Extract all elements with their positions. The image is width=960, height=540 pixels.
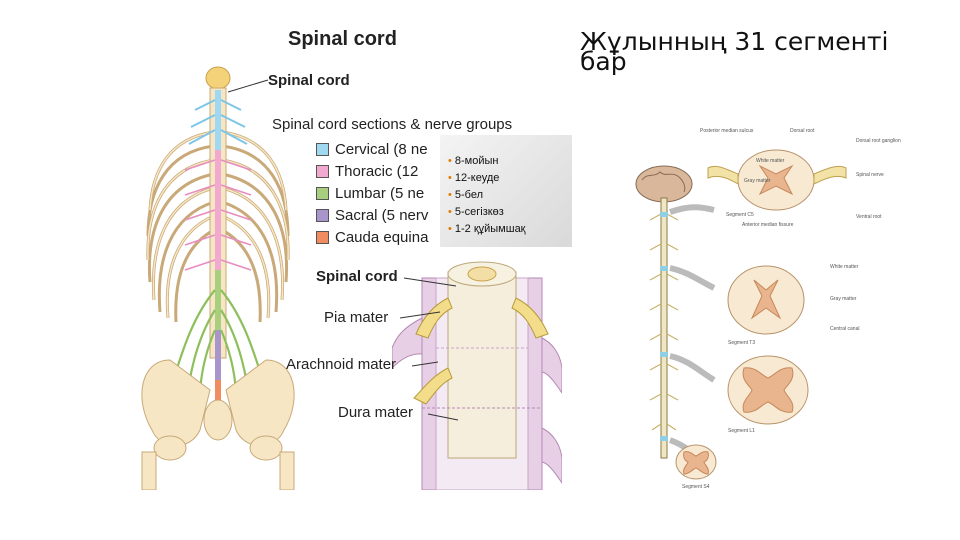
overlay-item: •1-2 құйымшақ [448, 223, 526, 235]
legend-swatch [316, 143, 329, 156]
label-dura-mater: Dura mater [338, 404, 414, 421]
label-dorsal-root-ganglion: Dorsal root ganglion [856, 138, 901, 144]
legend-swatch [316, 165, 329, 178]
legend-label: Lumbar (5 ne [335, 185, 425, 202]
label-anterior-fissure: Anterior median fissure [742, 222, 794, 228]
label-segment-sacral: Segment S4 [682, 484, 710, 490]
skeleton-spine-illustration [141, 66, 295, 490]
legend-label: Thoracic (12 [335, 163, 419, 180]
slide-title: Жұлынның 31 сегменті бар [580, 27, 889, 76]
legend-swatch [316, 209, 329, 222]
cross-section-lumbar [727, 355, 809, 425]
label-gray-matter: Gray matter [744, 178, 771, 184]
label-gray-matter-2: Gray matter [830, 296, 857, 302]
label-spinal-cord: Spinal cord [316, 268, 398, 285]
spinal-cord-top-label: Spinal cord [268, 72, 350, 89]
leader-line [228, 79, 269, 93]
legend-label: Cauda equina [335, 229, 429, 246]
legend-item-cauda-equina: Cauda equina [316, 229, 428, 246]
label-dorsal-root: Dorsal root [790, 128, 815, 134]
legend-swatch [316, 231, 329, 244]
layer-leader-lines [400, 277, 459, 421]
legend-item-sacral: Sacral (5 nerv [316, 207, 428, 224]
label-pia-mater: Pia mater [324, 309, 389, 326]
cross-section-sacral [675, 444, 717, 480]
meninges-illustration [392, 261, 562, 490]
legend-label: Sacral (5 nerv [335, 207, 429, 224]
label-segment-thoracic: Segment T3 [728, 340, 756, 346]
legend-swatch [316, 187, 329, 200]
label-spinal-nerve: Spinal nerve [856, 172, 884, 178]
label-white-matter-2: White matter [830, 264, 859, 270]
legend-item-lumbar: Lumbar (5 ne [316, 185, 424, 202]
label-segment-cervical: Segment C5 [726, 212, 754, 218]
label-posterior-sulcus: Posterior median sulcus [700, 128, 754, 134]
overlay-item: •5-бел [448, 189, 483, 201]
label-central-canal: Central canal [830, 326, 860, 332]
label-segment-lumbar: Segment L1 [728, 428, 755, 434]
overlay-item: •5-сегізкөз [448, 206, 504, 218]
cross-section-thoracic [727, 265, 805, 335]
label-arachnoid-mater: Arachnoid mater [286, 356, 397, 373]
overlay-item: •8-мойын [448, 155, 499, 167]
legend-label: Cervical (8 ne [335, 141, 428, 158]
segment-count-overlay [440, 135, 572, 247]
label-white-matter: White matter [756, 158, 785, 164]
brain-spinal-cord-illustration [635, 165, 693, 459]
label-ventral-root: Ventral root [856, 214, 882, 220]
overlay-item: •12-кеуде [448, 172, 500, 184]
legend-item-cervical: Cervical (8 ne [316, 141, 428, 158]
legend-item-thoracic: Thoracic (12 [316, 163, 418, 180]
legend-title: Spinal cord sections & nerve groups [272, 116, 513, 133]
cross-section-cervical [707, 149, 847, 211]
figure-title: Spinal cord [288, 28, 397, 50]
